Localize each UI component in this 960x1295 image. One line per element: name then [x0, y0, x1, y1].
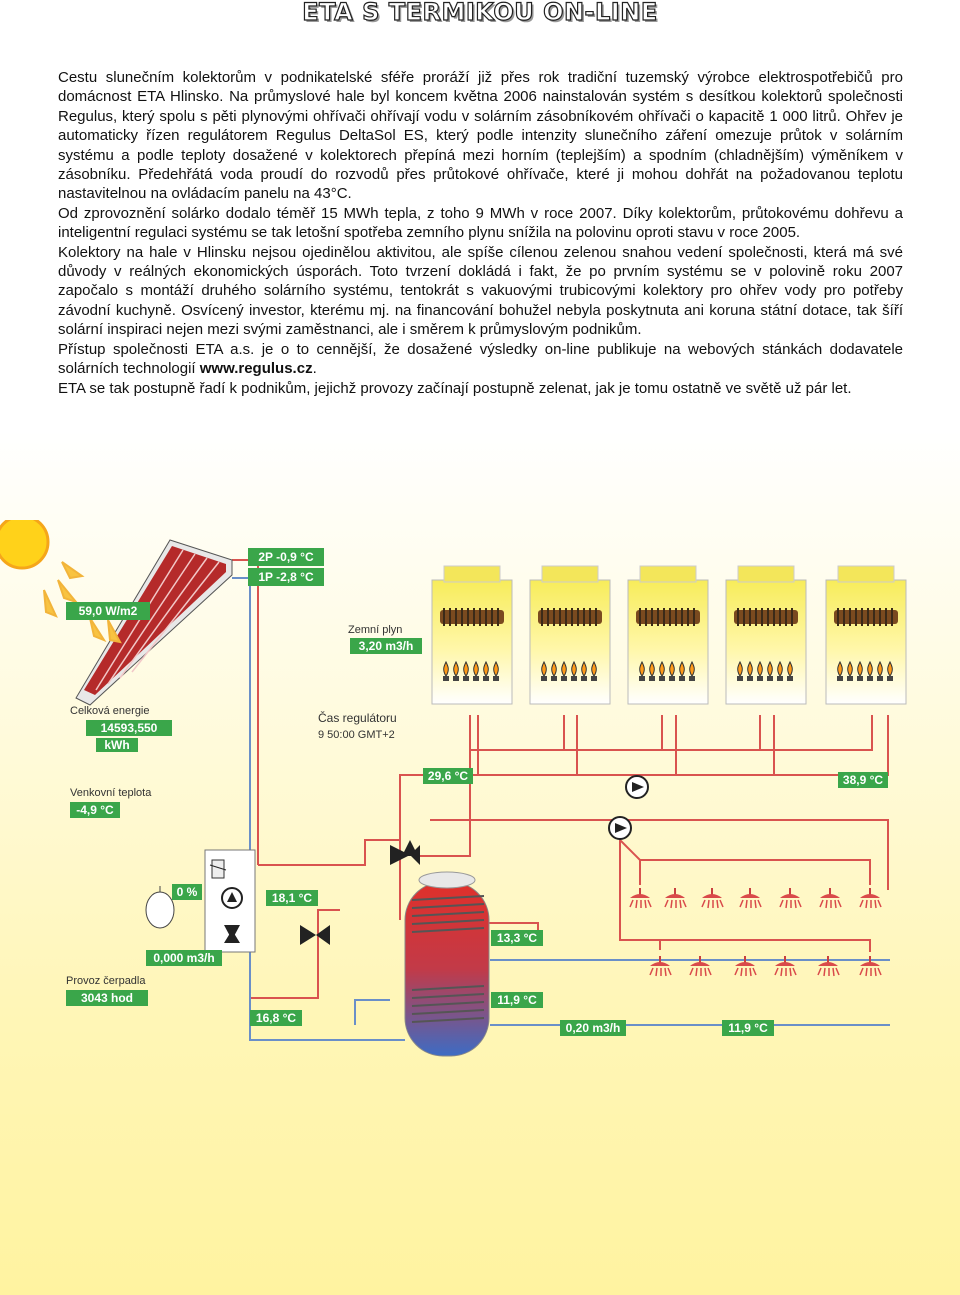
cold-temp-value: 11,9 °C: [728, 1021, 768, 1035]
outlet-temp-value: 38,9 °C: [843, 773, 883, 787]
solar-flow-value: 0,000 m3/h: [153, 951, 214, 965]
solar-inlet-temp-value: 16,8 °C: [256, 1011, 296, 1025]
return-temp-value: 18,1 °C: [272, 891, 312, 905]
pump-percent-value: 0 %: [177, 885, 198, 899]
article-paragraph: Kolektory na hale v Hlinsku nejsou ojedi…: [58, 243, 903, 339]
article-text: Přístup společnosti ETA a.s. je o to cen…: [58, 340, 903, 378]
sun-icon: [0, 520, 122, 644]
gas-heater: [726, 566, 806, 704]
mixed-temp-value: 29,6 °C: [428, 769, 468, 783]
solar-collector: [75, 539, 233, 706]
article-paragraph: Od zprovoznění solárko dodalo téměř 15 M…: [58, 204, 903, 242]
solar-system-diagram: 2P -0,9 °C 1P -2,8 °C 59,0 W/m2 3,20 m3/…: [0, 520, 960, 1057]
irradiance-value: 59,0 W/m2: [79, 604, 138, 618]
collector-temp-2p: 2P -0,9 °C: [258, 550, 314, 564]
total-energy-unit: kWh: [104, 738, 129, 752]
three-way-valve-icon: [300, 925, 330, 945]
gas-heater: [628, 566, 708, 704]
pump-station: [204, 849, 256, 953]
regulator-time-label: Čas regulátoru: [318, 710, 397, 725]
gas-label: Zemní plyn: [348, 624, 402, 636]
pump-hours-value: 3043 hod: [81, 991, 133, 1005]
circulation-pump-icon: [625, 775, 649, 799]
total-energy-label: Celková energie: [70, 705, 150, 717]
gas-heater: [530, 566, 610, 704]
outdoor-temp-value: -4,9 °C: [76, 803, 114, 817]
outdoor-temp-label: Venkovní teplota: [70, 787, 152, 799]
gas-flow-value: 3,20 m3/h: [359, 639, 414, 653]
cold-pipes: [232, 577, 890, 1041]
total-energy-value: 14593,550: [101, 721, 158, 735]
shower-outlets: [629, 887, 882, 977]
collector-temp-1p: 1P -2,8 °C: [258, 570, 314, 584]
expansion-vessel-icon: [145, 886, 175, 929]
page-title: ETA S TERMIKOU ON-LINE: [302, 0, 658, 27]
article-paragraph: ETA se tak postupně řadí k podnikům, jej…: [58, 379, 852, 397]
regulator-time-value: 9 50:00 GMT+2: [318, 729, 395, 741]
regulus-link[interactable]: www.regulus.cz: [199, 360, 313, 378]
pump-operation-label: Provoz čerpadla: [66, 975, 146, 987]
article-text: .: [312, 360, 317, 378]
tank-bottom-temp-value: 11,9 °C: [497, 993, 537, 1007]
article-paragraph: Cestu slunečním kolektorům v podnikatels…: [58, 69, 903, 203]
hot-pipes: [232, 559, 889, 999]
tank-top-temp-value: 13,3 °C: [497, 931, 537, 945]
three-way-valve-icon: [390, 840, 420, 865]
gas-heater: [826, 566, 906, 704]
article-body: Cestu slunečním kolektorům v podnikatels…: [58, 68, 903, 398]
gas-heater: [432, 566, 512, 704]
cold-flow-value: 0,20 m3/h: [566, 1021, 621, 1035]
storage-tank: [404, 871, 490, 1057]
article-paragraph: Přístup společnosti ETA a.s. je o to cen…: [58, 340, 903, 379]
circulation-pump-icon: [608, 816, 632, 840]
